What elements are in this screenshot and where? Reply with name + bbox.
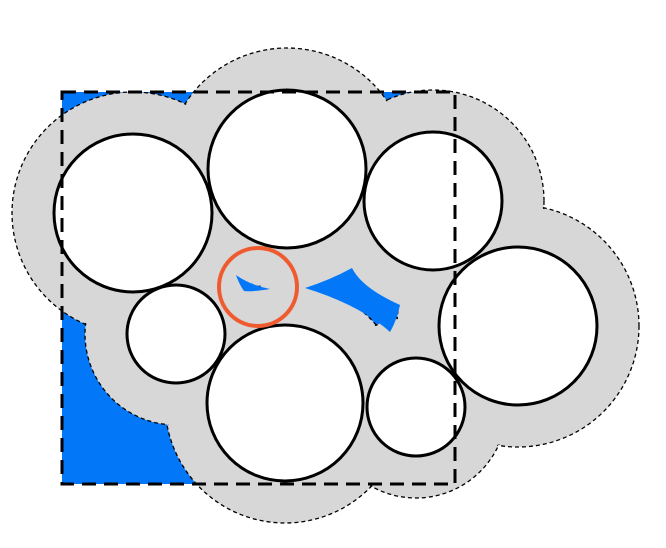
large-circle-top-right <box>362 130 504 272</box>
circle-group <box>52 88 599 483</box>
blue-gap-left <box>236 275 270 292</box>
small-circle-bottom-right <box>365 356 467 458</box>
orange-highlight-circle <box>217 246 299 328</box>
large-circle-top-center <box>206 88 368 250</box>
small-circle-left <box>125 283 227 385</box>
large-circle-top-left <box>52 132 214 294</box>
large-circle-right <box>437 245 599 407</box>
large-circle-bottom-center <box>205 323 365 483</box>
buffer-outline-arc <box>321 89 545 313</box>
blue-gap-right <box>305 268 400 332</box>
dashed-bounding-box <box>60 90 457 486</box>
